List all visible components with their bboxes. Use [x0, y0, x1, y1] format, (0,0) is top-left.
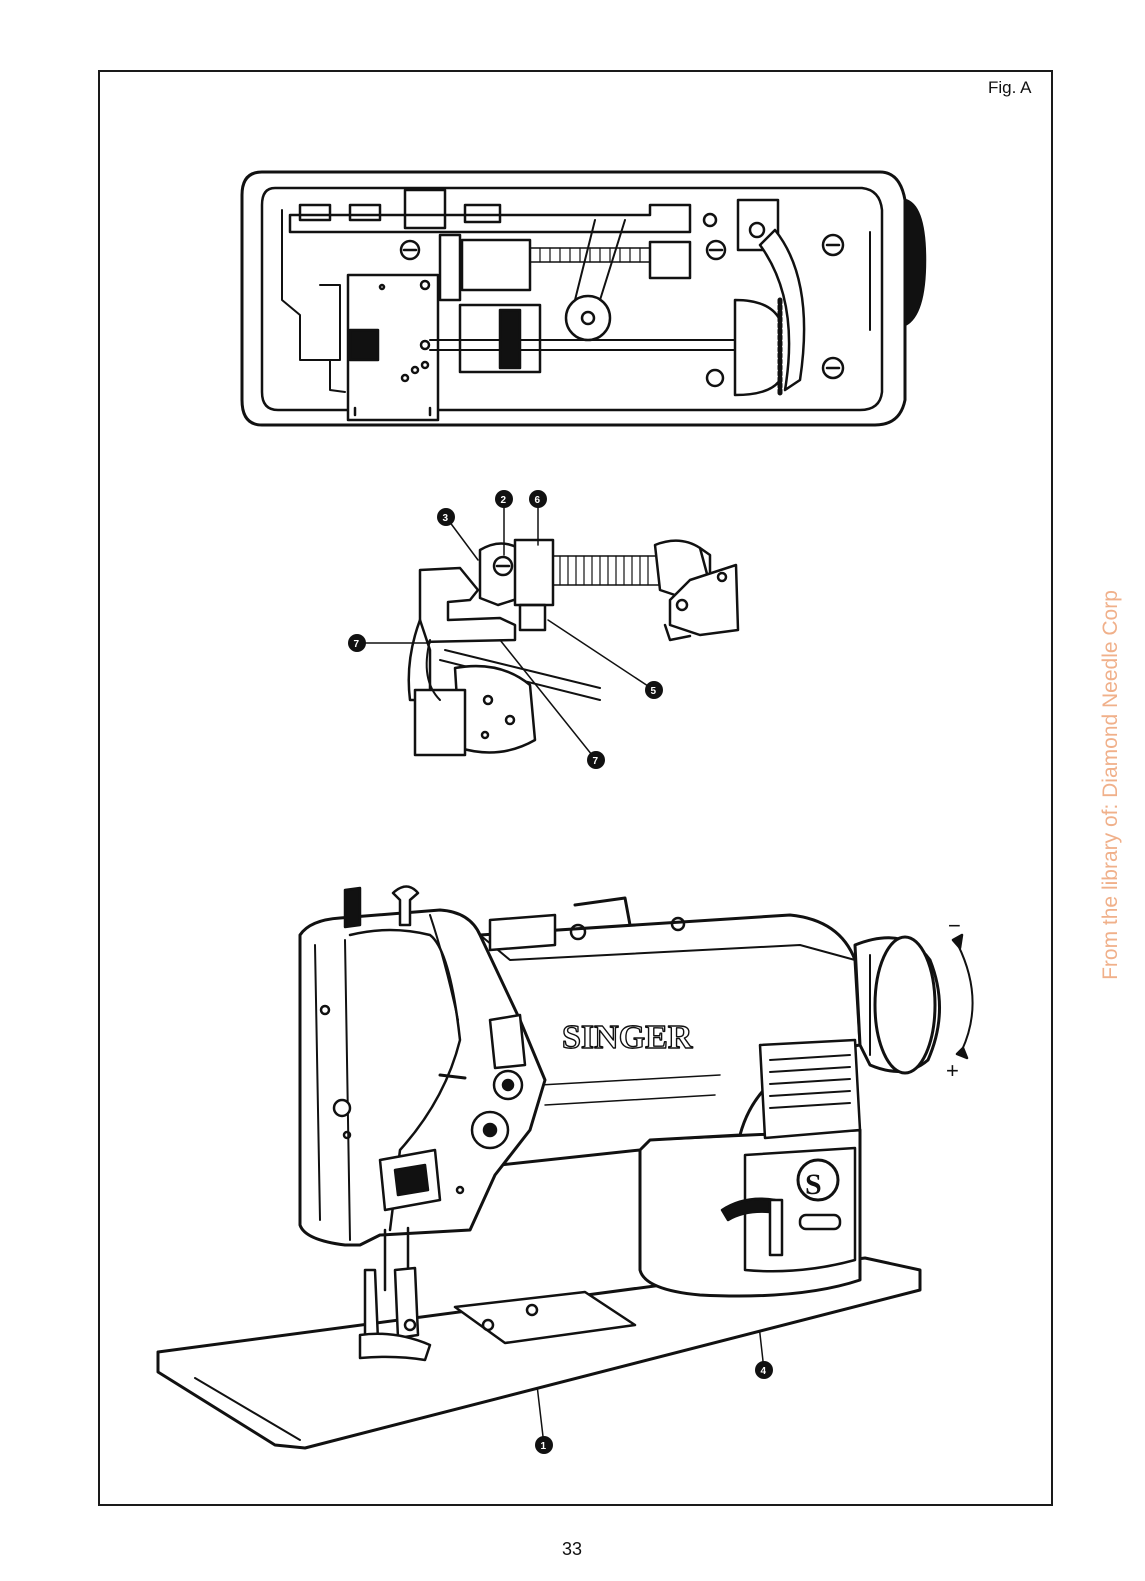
- callout-5: 5: [651, 686, 657, 697]
- callout-2: 2: [501, 495, 507, 506]
- callout-4: 4: [761, 1366, 767, 1377]
- direction-minus: −: [948, 913, 961, 938]
- direction-plus: +: [946, 1058, 959, 1083]
- callout-1: 1: [541, 1441, 547, 1452]
- library-watermark: From the library of: Diamond Needle Corp: [1099, 590, 1123, 980]
- emblem-letter: S: [805, 1168, 822, 1201]
- callout-7a: 7: [354, 639, 360, 650]
- callout-3: 3: [443, 513, 449, 524]
- callout-6: 6: [535, 495, 541, 506]
- sewing-machine-illustration-icon: S SINGER − +: [158, 887, 973, 1449]
- brand-logo: SINGER: [562, 1019, 693, 1056]
- callout-7b: 7: [593, 756, 599, 767]
- machine-underside-diagram-icon: [242, 172, 925, 425]
- feed-mechanism-detail-icon: [409, 540, 738, 755]
- page-number: 33: [562, 1539, 582, 1560]
